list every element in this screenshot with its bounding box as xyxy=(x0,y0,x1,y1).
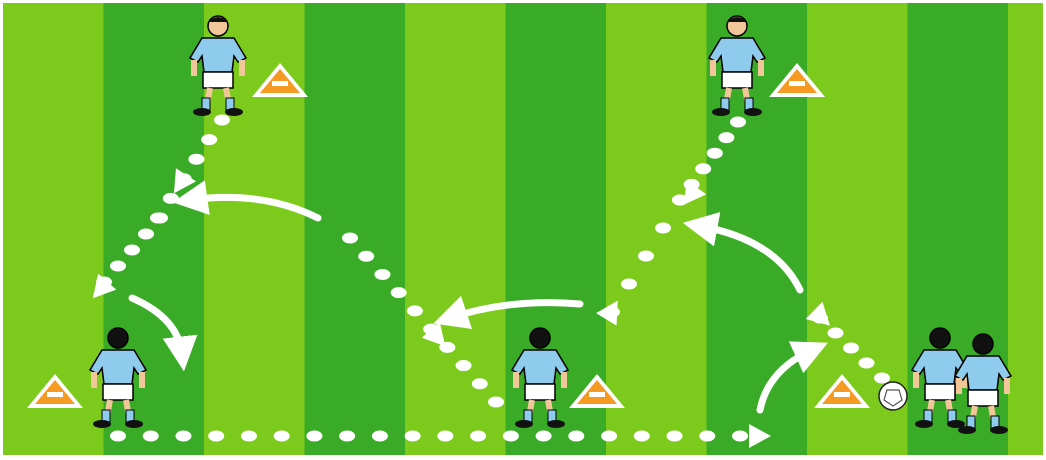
pass-dot xyxy=(339,431,355,442)
pass-dot xyxy=(621,279,637,290)
pitch-stripe xyxy=(305,3,406,455)
pass-dot xyxy=(358,251,374,262)
pass-dot xyxy=(143,431,159,442)
pass-dot xyxy=(241,431,257,442)
pass-dot xyxy=(874,373,890,384)
player-boot xyxy=(225,108,243,116)
pass-dot xyxy=(568,431,584,442)
player-head xyxy=(108,328,128,348)
player-boot xyxy=(193,108,211,116)
player-shorts xyxy=(525,384,555,400)
pass-dot xyxy=(306,431,322,442)
pass-dot xyxy=(634,431,650,442)
pass-dot xyxy=(163,193,179,204)
pass-dot xyxy=(699,431,715,442)
pass-dot xyxy=(175,431,191,442)
player-boot xyxy=(547,420,565,428)
player-shorts xyxy=(103,384,133,400)
pass-dot xyxy=(601,431,617,442)
pass-dot xyxy=(695,163,711,174)
player-boot xyxy=(93,420,111,428)
pass-dot xyxy=(274,431,290,442)
pass-dot xyxy=(124,245,140,256)
pass-dot xyxy=(110,431,126,442)
pass-dot xyxy=(472,378,488,389)
pass-dot xyxy=(208,431,224,442)
pass-dot xyxy=(730,117,746,128)
cone-stripe xyxy=(834,392,850,397)
pass-dot xyxy=(391,287,407,298)
pass-dot xyxy=(859,358,875,369)
pass-dot xyxy=(536,431,552,442)
pass-dot xyxy=(152,213,168,224)
player-head xyxy=(530,328,550,348)
player-boot xyxy=(744,108,762,116)
player-boot xyxy=(915,420,933,428)
player-head xyxy=(930,328,950,348)
pass-dot xyxy=(638,251,654,262)
cone-stripe xyxy=(47,392,63,397)
cone-stripe xyxy=(789,81,805,86)
pitch-stripe xyxy=(405,3,506,455)
player-shorts xyxy=(203,72,233,88)
pass-dot xyxy=(718,132,734,143)
pass-dot xyxy=(188,154,204,165)
pass-dot xyxy=(201,134,217,145)
player-boot xyxy=(712,108,730,116)
pass-dot xyxy=(488,397,504,408)
player-boot xyxy=(515,420,533,428)
cone-stripe xyxy=(589,392,605,397)
player-boot xyxy=(990,426,1008,434)
pass-dot xyxy=(407,305,423,316)
player-shorts xyxy=(925,384,955,400)
player-shorts xyxy=(968,390,998,406)
pass-dot xyxy=(707,148,723,159)
pass-dot xyxy=(437,431,453,442)
pass-dot xyxy=(456,360,472,371)
pass-dot xyxy=(342,233,358,244)
pass-dot xyxy=(667,431,683,442)
pitch-stripe xyxy=(1008,3,1043,455)
pass-dot xyxy=(828,328,844,339)
pass-dot xyxy=(732,431,748,442)
ball-layer xyxy=(879,382,907,410)
player-boot xyxy=(125,420,143,428)
player-shorts xyxy=(722,72,752,88)
pass-dot xyxy=(374,269,390,280)
soccer-ball-icon xyxy=(879,382,907,410)
player-head xyxy=(973,334,993,354)
pass-dot xyxy=(110,261,126,272)
player-boot xyxy=(958,426,976,434)
pass-dot xyxy=(138,229,154,240)
pass-dot xyxy=(372,431,388,442)
pass-dot xyxy=(655,223,671,234)
pass-dot xyxy=(470,431,486,442)
pass-dot xyxy=(503,431,519,442)
cone-stripe xyxy=(272,81,288,86)
pass-dot xyxy=(843,343,859,354)
pass-dot xyxy=(214,115,230,126)
pass-dot xyxy=(405,431,421,442)
